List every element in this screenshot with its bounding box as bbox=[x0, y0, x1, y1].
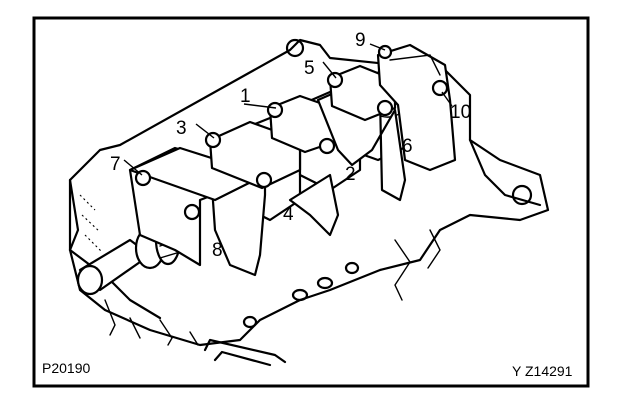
callout-10: 10 bbox=[450, 102, 471, 123]
bearing-cap-4 bbox=[288, 173, 340, 237]
callout-6: 6 bbox=[402, 136, 413, 157]
cylinder-block bbox=[68, 38, 550, 347]
figure-code-right: Y Z14291 bbox=[512, 363, 573, 379]
main-bearing-caps bbox=[128, 43, 457, 277]
figure-border bbox=[32, 16, 590, 388]
callout-8: 8 bbox=[212, 240, 223, 261]
leader-lines bbox=[123, 43, 453, 176]
callout-4: 4 bbox=[283, 204, 294, 225]
callout-1: 1 bbox=[240, 86, 251, 107]
callout-7: 7 bbox=[110, 154, 121, 175]
oil-pipe bbox=[203, 338, 287, 367]
figure-code-left: P20190 bbox=[42, 360, 90, 376]
callout-5: 5 bbox=[304, 58, 315, 79]
callout-2: 2 bbox=[345, 164, 356, 185]
callout-9: 9 bbox=[355, 30, 366, 51]
callout-3: 3 bbox=[176, 118, 187, 139]
bolt-7 bbox=[134, 169, 152, 187]
cap-bolts bbox=[134, 44, 449, 221]
